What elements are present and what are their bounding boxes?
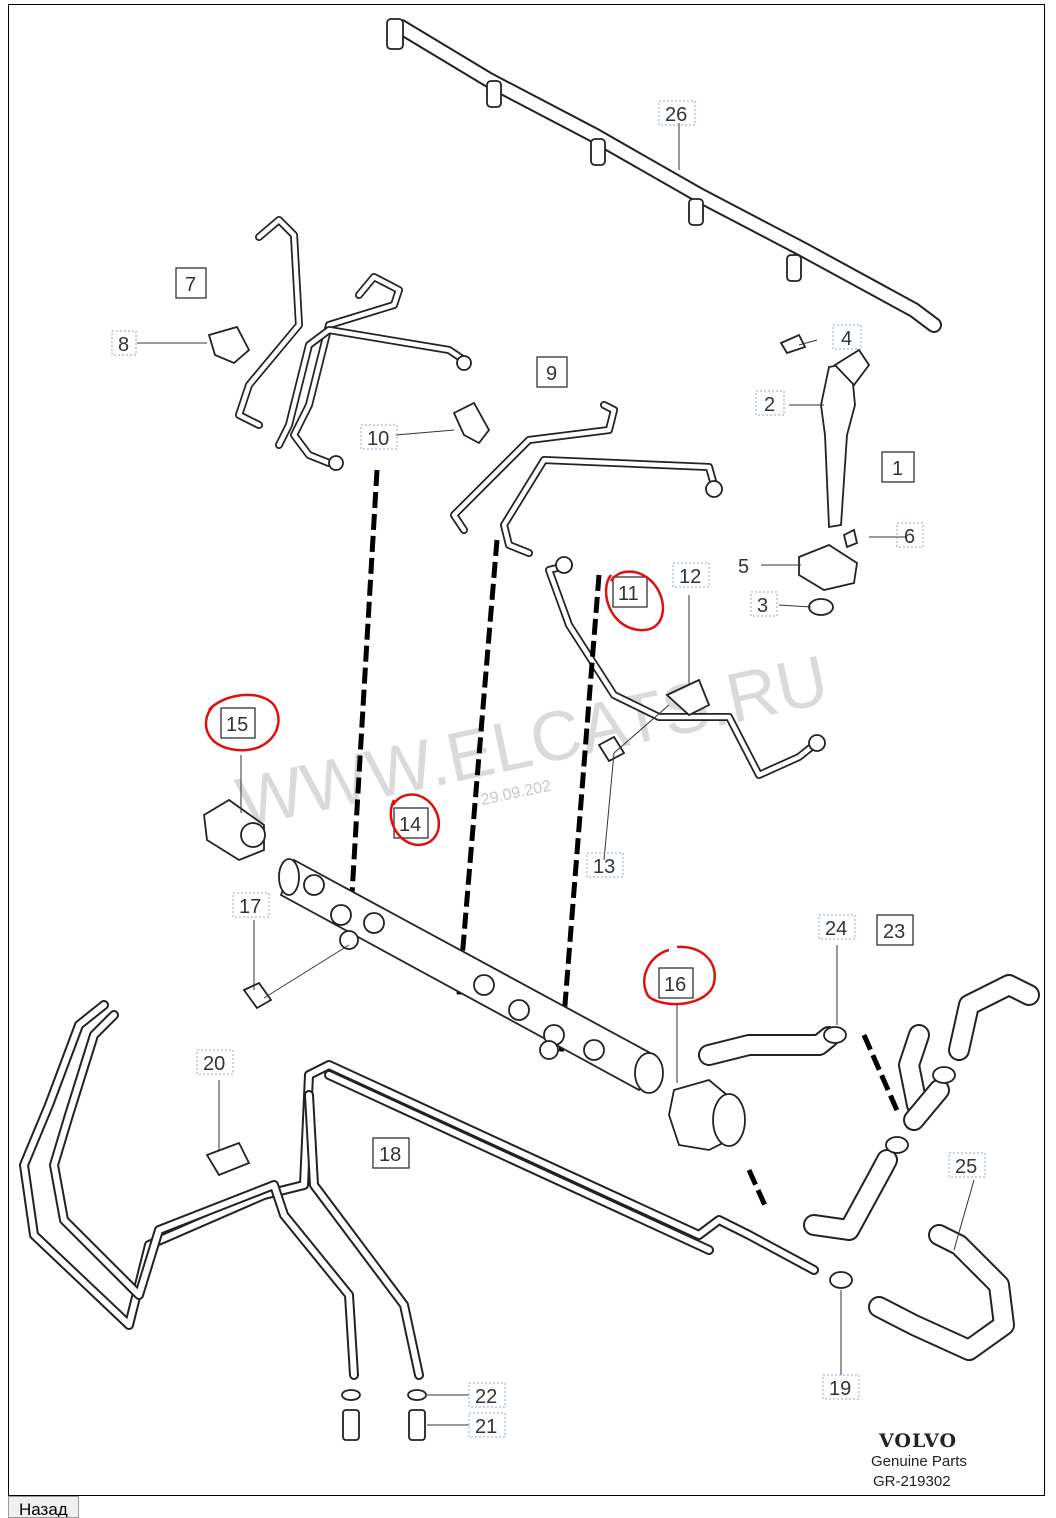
highlight-15 <box>204 693 280 752</box>
label-13: 13 <box>593 856 615 878</box>
part-20-clip <box>205 1141 251 1177</box>
part-24-clamps <box>823 1026 956 1154</box>
label-24: 24 <box>825 918 847 940</box>
label-19: 19 <box>829 1378 851 1400</box>
part-8-clamp <box>207 325 251 365</box>
label-11: 11 <box>618 583 639 605</box>
part-12-clip <box>665 678 711 717</box>
part-6-bolt <box>842 528 859 549</box>
part-14-fuel-rail <box>278 858 664 1094</box>
part-9-injection-lines <box>450 401 723 557</box>
label-2: 2 <box>764 394 775 416</box>
part-13-bolt <box>597 735 626 763</box>
diagram-frame: WWW.ELCATS.RU 29.09.202 <box>8 4 1045 1496</box>
label-9: 9 <box>546 363 557 385</box>
part-19-clamp <box>829 1271 853 1289</box>
label-6: 6 <box>904 526 915 548</box>
label-7: 7 <box>185 274 196 296</box>
part-labels: 26 7 8 10 9 4 2 1 6 5 3 12 11 15 14 13 1… <box>111 100 986 1438</box>
brand-sub: Genuine Parts <box>871 1453 967 1470</box>
part-22-washers <box>341 1389 427 1401</box>
label-25: 25 <box>955 1156 977 1178</box>
part-3-seal <box>808 598 834 616</box>
highlight-marks <box>204 570 717 1006</box>
label-23: 23 <box>883 921 905 943</box>
highlight-14 <box>389 793 441 847</box>
label-5: 5 <box>738 556 749 578</box>
part-21-connectors <box>342 1409 426 1441</box>
part-4-clip <box>779 333 807 355</box>
label-20: 20 <box>203 1053 225 1075</box>
highlight-16 <box>643 945 717 1006</box>
label-3: 3 <box>757 595 768 617</box>
label-17: 17 <box>239 896 261 918</box>
part-15-pressure-sensor <box>203 798 266 862</box>
part-23-hoses <box>698 974 1040 1241</box>
back-button[interactable]: Назад <box>8 1496 79 1518</box>
label-18: 18 <box>379 1144 401 1166</box>
label-14: 14 <box>399 814 421 836</box>
leader-lines <box>137 123 975 1426</box>
label-16: 16 <box>664 974 686 996</box>
part-17-bolt <box>242 981 273 1010</box>
label-21: 21 <box>475 1416 497 1438</box>
label-22: 22 <box>475 1386 497 1408</box>
brand-block: VOLVO Genuine Parts GR-219302 <box>871 1430 967 1490</box>
label-1: 1 <box>892 458 903 480</box>
brand-name: VOLVO <box>878 1430 957 1452</box>
part-7-injection-lines <box>235 216 472 471</box>
label-26: 26 <box>665 104 687 126</box>
parts-diagram: WWW.ELCATS.RU 29.09.202 <box>19 18 1040 1490</box>
diagram-code: GR-219302 <box>873 1473 951 1490</box>
part-18-fuel-pipes <box>19 1000 819 1380</box>
connection-lines <box>346 469 902 1212</box>
part-5-bracket <box>798 543 858 591</box>
part-26-return-line <box>386 18 942 333</box>
highlight-11 <box>604 570 665 632</box>
part-2-injector <box>820 348 871 529</box>
label-8: 8 <box>118 334 129 356</box>
part-10-clamp <box>452 401 491 445</box>
label-4: 4 <box>841 328 852 350</box>
label-10: 10 <box>367 428 389 450</box>
label-12: 12 <box>679 566 701 588</box>
part-11-injection-line <box>545 556 826 779</box>
label-15: 15 <box>226 714 248 736</box>
part-25-hose <box>868 1224 1015 1361</box>
part-16-pressure-valve <box>668 1079 746 1151</box>
